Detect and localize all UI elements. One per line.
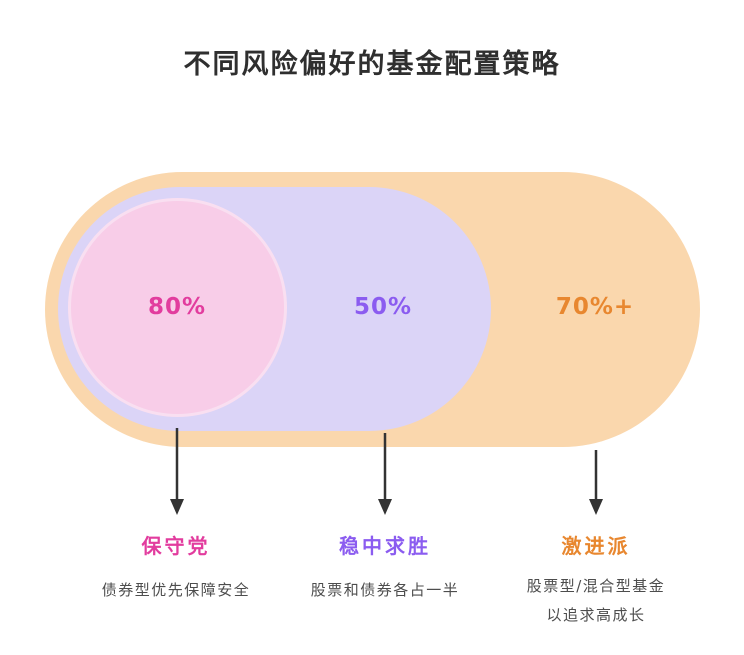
page-title: 不同风险偏好的基金配置策略 (183, 49, 561, 80)
conservative-circle (68, 198, 287, 417)
arrow-down-icon (378, 433, 392, 515)
aggressive-label: 激进派 (561, 534, 631, 558)
conservative-label: 保守党 (141, 534, 211, 558)
balanced-description: 股票和债券各占一半 (310, 581, 460, 599)
aggressive-description: 股票型/混合型基金 以追求高成长 (526, 577, 666, 624)
balanced-label: 稳中求胜 (339, 534, 431, 558)
arrow-down-icon (170, 428, 184, 515)
aggressive-percent: 70%+ (555, 294, 635, 320)
balanced-percent: 50% (353, 294, 413, 320)
conservative-description: 债券型优先保障安全 (101, 581, 251, 599)
arrow-down-icon (589, 450, 603, 515)
conservative-percent: 80% (147, 294, 207, 320)
